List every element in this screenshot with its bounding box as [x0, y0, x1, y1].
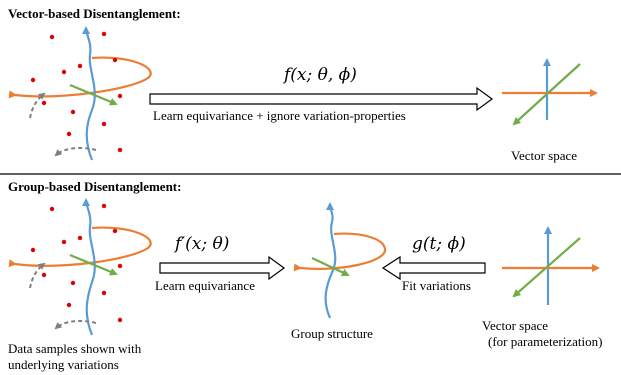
data-cluster-top	[8, 26, 152, 161]
formula-f: f(x; θ, ϕ)	[284, 65, 357, 85]
label-data-samples: Data samples shown with	[8, 341, 142, 356]
group-structure-figure	[293, 202, 387, 319]
formula-g: g(t; ϕ)	[412, 234, 466, 254]
label-for-parameterization: (for parameterization)	[488, 334, 603, 349]
vector-space-axes-bottom	[502, 226, 600, 305]
section-title-vector: Vector-based Disentanglement:	[8, 6, 181, 21]
hollow-arrow-bottom-left	[159, 255, 286, 281]
section-title-group: Group-based Disentanglement:	[8, 179, 182, 194]
label-group-structure: Group structure	[291, 326, 373, 341]
label-fit-variations: Fit variations	[402, 278, 471, 293]
label-vector-space-top: Vector space	[511, 148, 578, 163]
vector-space-axes-top	[502, 58, 598, 126]
hollow-arrow-bottom-right	[381, 255, 486, 281]
label-learn-equivariance-ignore: Learn equivariance + ignore variation-pr…	[153, 108, 406, 123]
label-vector-space-bottom: Vector space	[482, 318, 549, 333]
data-cluster-bottom	[8, 198, 152, 336]
label-learn-equivariance: Learn equivariance	[155, 278, 255, 293]
hollow-arrow-top	[149, 86, 494, 112]
formula-f-prime: f′(x; θ)	[175, 234, 230, 254]
label-underlying-variations: underlying variations	[8, 357, 119, 372]
